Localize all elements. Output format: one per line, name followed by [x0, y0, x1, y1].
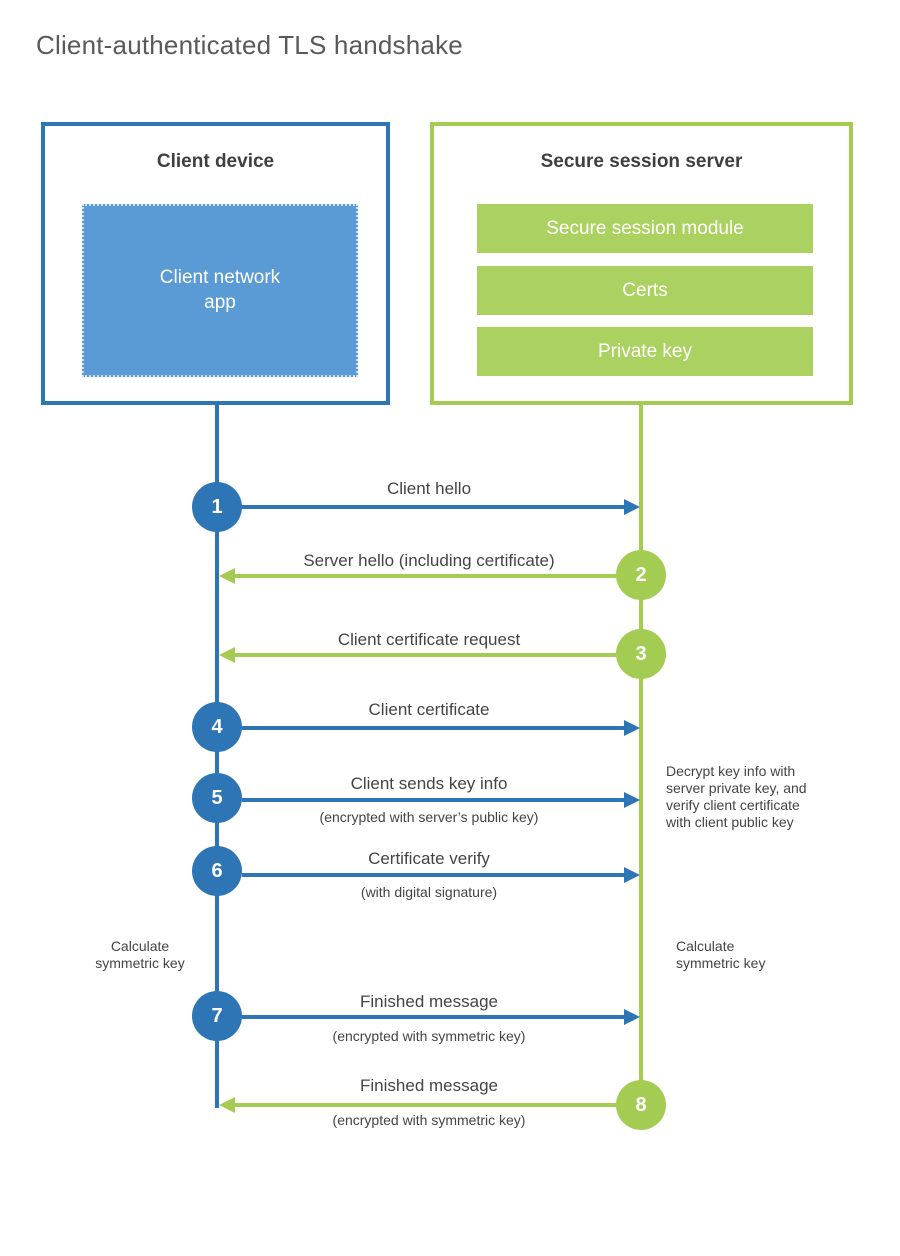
secure-session-server-title: Secure session server [540, 151, 743, 172]
step-5-label: Client sends key info [350, 774, 508, 793]
step-8-marker: 8 [616, 1080, 666, 1130]
step-1-label: Client hello [386, 479, 472, 498]
step-7-marker: 7 [192, 991, 242, 1041]
step-6-sublabel: (with digital signature) [360, 884, 498, 900]
client-network-app-block: Client network app [82, 204, 358, 377]
private-key-block: Private key [477, 327, 813, 376]
step-5-arrow [242, 792, 640, 808]
step-2-arrow [219, 568, 616, 584]
step-4-arrow [242, 720, 640, 736]
step-8-arrow [219, 1097, 616, 1113]
step-8-label: Finished message [360, 1076, 498, 1095]
client-device-title: Client device [156, 151, 275, 172]
step-6-arrow [242, 867, 640, 883]
step-7-sublabel: (encrypted with symmetric key) [332, 1028, 526, 1044]
certs-block: Certs [477, 266, 813, 315]
secure-session-module-block: Secure session module [477, 204, 813, 253]
step-6-marker: 6 [192, 846, 242, 896]
step-1-marker: 1 [192, 482, 242, 532]
step-8-sublabel: (encrypted with symmetric key) [332, 1112, 526, 1128]
client-network-app-label: Client network app [159, 266, 281, 313]
step-3-marker: 3 [616, 629, 666, 679]
step-7-label: Finished message [360, 992, 498, 1011]
server-lifeline [639, 405, 643, 1105]
step-3-arrow [219, 647, 616, 663]
calculate-symmetric-key-client: Calculate symmetric key [95, 938, 185, 971]
step-5-sublabel: (encrypted with server’s public key) [319, 809, 539, 825]
step-5-marker: 5 [192, 773, 242, 823]
step-7-arrow [242, 1009, 640, 1025]
decrypt-note: Decrypt key info with server private key… [666, 763, 807, 830]
client-device-box: Client device Client network app [41, 122, 390, 405]
step-2-label: Server hello (including certificate) [303, 551, 555, 570]
step-3-label: Client certificate request [337, 630, 521, 649]
step-4-marker: 4 [192, 702, 242, 752]
step-1-arrow [242, 499, 640, 515]
step-2-marker: 2 [616, 550, 666, 600]
step-6-label: Certificate verify [368, 849, 490, 868]
calculate-symmetric-key-server: Calculate symmetric key [676, 938, 766, 971]
client-lifeline [215, 405, 219, 1108]
step-4-label: Client certificate [368, 700, 490, 719]
page-title: Client-authenticated TLS handshake [36, 30, 463, 60]
secure-session-server-box: Secure session server Secure session mod… [430, 122, 853, 405]
